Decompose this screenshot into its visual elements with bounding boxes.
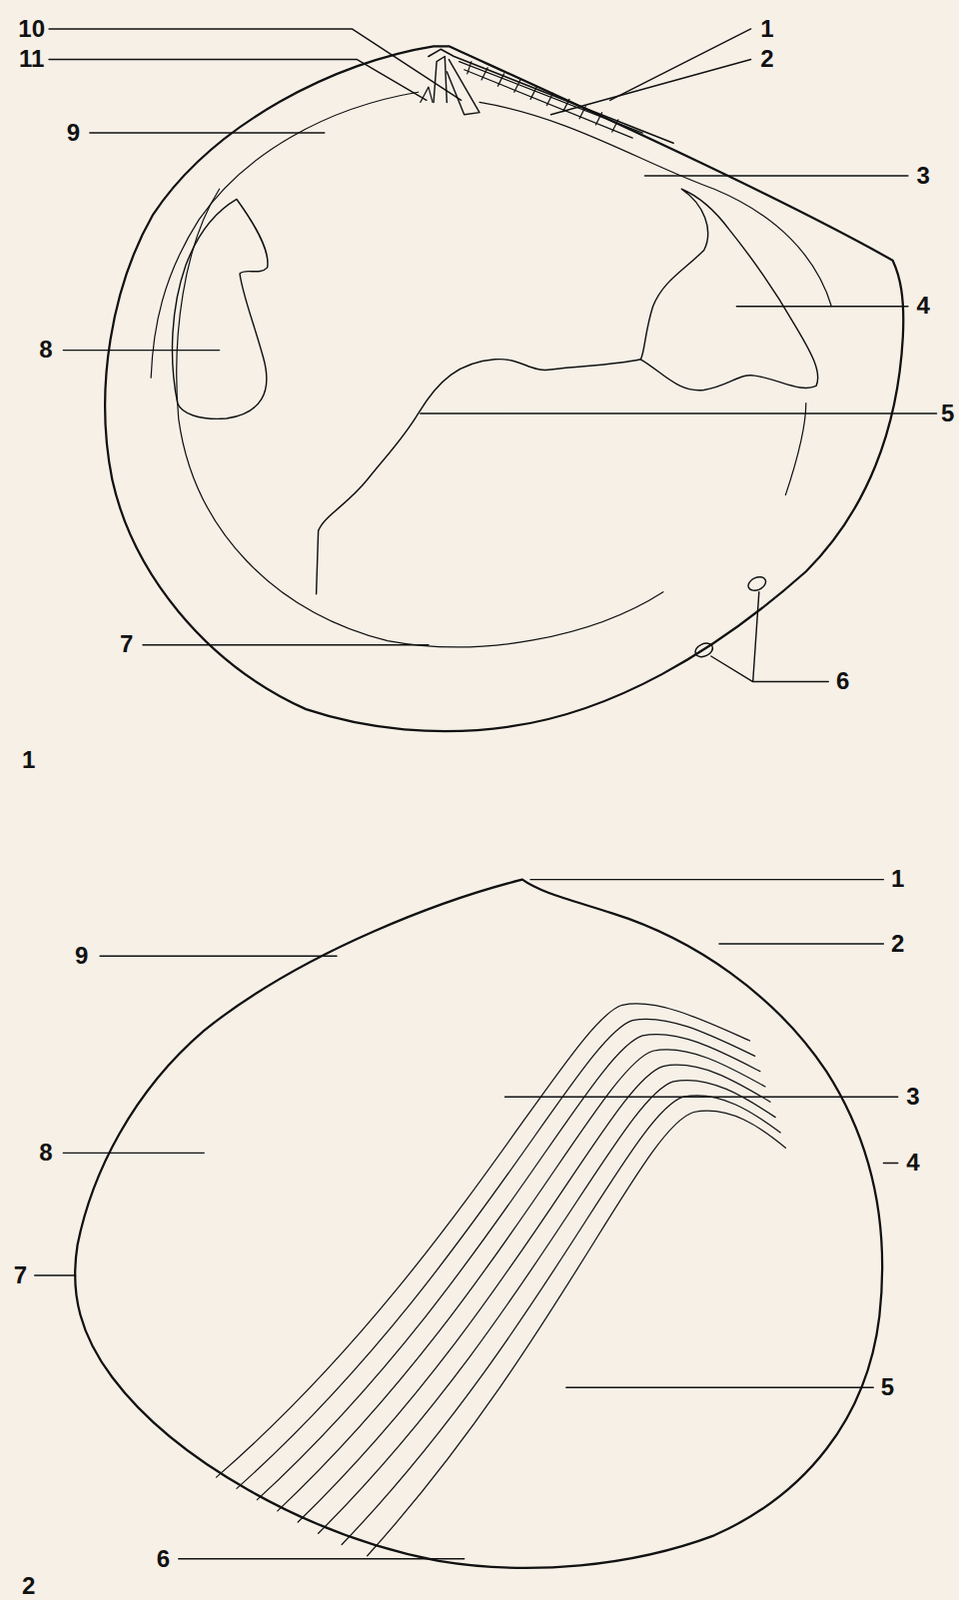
callout-number: 11 bbox=[18, 46, 44, 71]
callout-number: 7 bbox=[13, 1263, 27, 1288]
callout-number: 6 bbox=[156, 1547, 170, 1572]
muscle-scar bbox=[746, 574, 769, 594]
inner-margin bbox=[785, 403, 806, 496]
callout-number: 4 bbox=[906, 1150, 920, 1175]
hinge-tooth bbox=[433, 55, 447, 102]
hinge-line bbox=[428, 48, 674, 143]
callout-number: 9 bbox=[66, 120, 80, 145]
callout-number: 7 bbox=[119, 632, 133, 657]
adductor-scar bbox=[640, 188, 818, 391]
callout-number: 1 bbox=[891, 867, 905, 892]
callout-number: 3 bbox=[917, 163, 931, 188]
callout-number: 2 bbox=[891, 932, 905, 957]
leader-lines bbox=[34, 880, 899, 1560]
callout-number: 8 bbox=[38, 1140, 52, 1165]
callout-number: 4 bbox=[917, 293, 931, 318]
pallial-sinus bbox=[316, 359, 642, 595]
shell-outline bbox=[74, 880, 883, 1569]
inner-margin bbox=[176, 188, 664, 648]
leader-lines bbox=[48, 28, 938, 683]
growth-lines bbox=[216, 1003, 787, 1557]
callout-number: 9 bbox=[74, 944, 88, 968]
inner-margin bbox=[150, 91, 419, 378]
inner-margin bbox=[479, 101, 832, 306]
callout-number: 5 bbox=[881, 1375, 895, 1400]
callout-number: 2 bbox=[760, 46, 774, 71]
figure-number: 1 bbox=[21, 748, 35, 773]
shell-outline bbox=[104, 45, 904, 732]
callout-number: 10 bbox=[17, 16, 45, 41]
adductor-scar bbox=[171, 198, 267, 419]
callout-number: 8 bbox=[38, 337, 52, 362]
callout-number: 1 bbox=[760, 16, 774, 41]
figure-number: 2 bbox=[21, 1574, 35, 1599]
callout-number: 6 bbox=[836, 669, 850, 694]
ligament-hatching bbox=[459, 61, 644, 139]
callout-number: 3 bbox=[906, 1084, 920, 1109]
callout-number: 5 bbox=[941, 401, 955, 426]
